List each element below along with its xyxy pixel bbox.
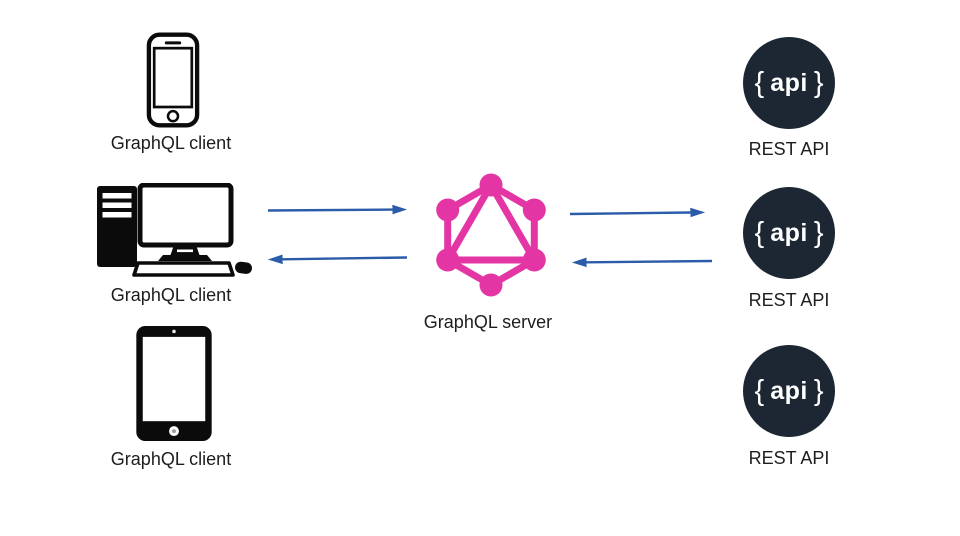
- client-label: GraphQL client: [110, 285, 232, 305]
- api-badge-close-brace: }: [813, 374, 824, 407]
- rest-api-label: REST API: [748, 139, 830, 159]
- client-label: GraphQL client: [110, 449, 232, 469]
- api-badge-word: api: [770, 68, 808, 97]
- desktop-computer-icon: [97, 183, 253, 277]
- rest-api-label: REST API: [748, 448, 830, 468]
- api-badge-open-brace: {: [754, 66, 765, 99]
- rest-api-label: REST API: [748, 290, 830, 310]
- smartphone-icon: [146, 32, 200, 128]
- arrow-server-to-client: [267, 254, 408, 265]
- server-label: GraphQL server: [423, 312, 553, 332]
- tablet-icon: [136, 325, 212, 442]
- api-badge-open-brace: {: [754, 374, 765, 407]
- client-label: GraphQL client: [110, 133, 232, 153]
- api-badge-word: api: [770, 218, 808, 247]
- api-badge-open-brace: {: [754, 216, 765, 249]
- rest-api-badge: { api }: [743, 37, 835, 129]
- rest-api-badge: { api }: [743, 187, 835, 279]
- api-badge-word: api: [770, 376, 808, 405]
- api-badge-close-brace: }: [813, 216, 824, 249]
- graphql-logo: [436, 173, 546, 297]
- rest-api-badge: { api }: [743, 345, 835, 437]
- arrow-server-to-api: [569, 207, 706, 218]
- arrow-client-to-server: [267, 204, 408, 215]
- arrow-api-to-server: [571, 257, 713, 268]
- api-badge-close-brace: }: [813, 66, 824, 99]
